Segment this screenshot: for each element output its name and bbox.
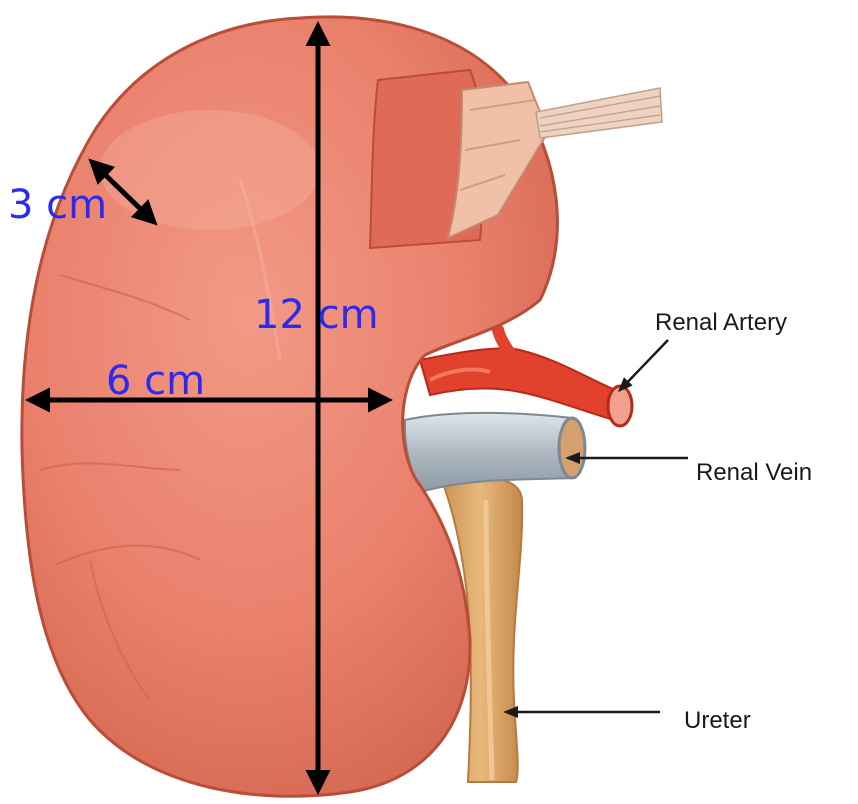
renal-artery-pointer xyxy=(620,340,668,390)
length-label: 12 cm xyxy=(254,292,379,338)
width-label: 6 cm xyxy=(106,358,205,404)
renal-artery-label: Renal Artery xyxy=(655,309,787,336)
renal-vein-label: Renal Vein xyxy=(696,459,812,486)
ureter-label: Ureter xyxy=(684,707,751,734)
thickness-label: 3 cm xyxy=(8,182,107,228)
renal-vein xyxy=(405,413,585,492)
